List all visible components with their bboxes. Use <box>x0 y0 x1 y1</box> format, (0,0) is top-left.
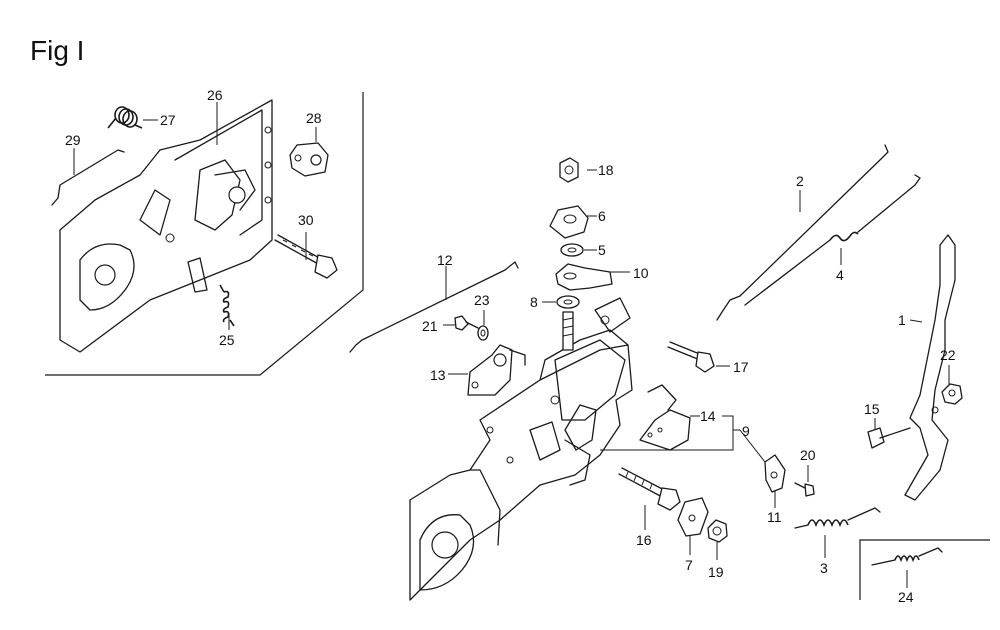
callout-8: 8 <box>530 294 538 310</box>
part-24-spring <box>871 547 943 566</box>
callout-1: 1 <box>898 312 906 328</box>
callout-13: 13 <box>430 367 446 383</box>
part-28-plate <box>289 142 329 177</box>
part-13-plate <box>467 344 526 396</box>
callout-22: 22 <box>940 347 956 363</box>
callout-26: 26 <box>207 87 223 103</box>
part-29-rod <box>51 149 125 206</box>
part-18-nut <box>559 157 579 183</box>
callouts: 18 6 5 10 8 17 12 23 21 13 14 9 11 20 16… <box>65 87 956 605</box>
part-21-bolt <box>454 315 479 331</box>
callout-4: 4 <box>836 267 844 283</box>
part-10-lever <box>555 263 613 291</box>
part-2-rod <box>716 144 889 321</box>
part-5-washer <box>560 243 584 257</box>
callout-23: 23 <box>474 292 490 308</box>
part-20-screw <box>794 482 815 497</box>
callout-12: 12 <box>437 252 453 268</box>
callout-7: 7 <box>685 557 693 573</box>
callout-20: 20 <box>800 447 816 463</box>
callout-18: 18 <box>598 162 614 178</box>
part-7-plate <box>677 497 709 537</box>
callout-19: 19 <box>708 564 724 580</box>
callout-9: 9 <box>742 423 750 439</box>
figure-title: Fig I <box>30 35 84 66</box>
callout-30: 30 <box>298 212 314 228</box>
inset-frame <box>45 92 364 376</box>
callout-11: 11 <box>767 509 782 525</box>
callout-3: 3 <box>820 560 828 576</box>
part-30-bolt <box>274 234 338 279</box>
part-4-rod-spring <box>744 174 921 306</box>
callout-15: 15 <box>864 401 880 417</box>
callout-24: 24 <box>898 589 914 605</box>
callout-21: 21 <box>422 318 438 334</box>
part-17-bolt <box>667 341 715 373</box>
part-1-throttle-lever <box>904 234 956 501</box>
callout-27: 27 <box>160 112 176 128</box>
callout-5: 5 <box>598 242 606 258</box>
part-14-plate <box>639 384 691 451</box>
callout-28: 28 <box>306 110 322 126</box>
callout-2: 2 <box>796 173 804 189</box>
main-leaders <box>443 169 950 588</box>
part-12-rod <box>349 261 519 353</box>
part-15-bolt <box>867 427 911 449</box>
part-22-nut <box>941 383 963 405</box>
part-6-collar <box>549 205 589 239</box>
part-11-clip <box>764 454 786 493</box>
part-19-nut <box>707 519 728 543</box>
part-8-washer <box>556 295 580 309</box>
callout-29: 29 <box>65 132 81 148</box>
callout-25: 25 <box>219 332 235 348</box>
callout-10: 10 <box>633 265 649 281</box>
part-27-torsion-spring <box>107 106 143 129</box>
part-3-spring <box>794 507 881 529</box>
inset-leaders <box>73 102 317 330</box>
callout-16: 16 <box>636 532 652 548</box>
inset-frame-small <box>859 539 990 600</box>
part-16-bolt <box>618 467 681 511</box>
callout-6: 6 <box>598 208 606 224</box>
part-25-spring <box>219 284 235 327</box>
part-23-washer <box>477 325 489 341</box>
inset-control-base-bracket <box>59 99 273 353</box>
callout-17: 17 <box>733 359 749 375</box>
pivot-shaft <box>562 311 574 351</box>
callout-14: 14 <box>700 408 716 424</box>
main-control-base-bracket <box>409 297 633 601</box>
